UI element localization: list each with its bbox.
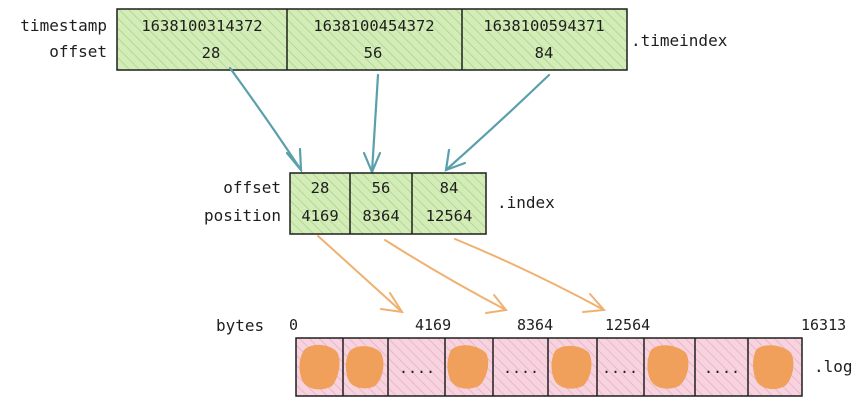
teal-arrow-3 bbox=[444, 73, 551, 172]
log-axis: bytes 0 4169 8364 12564 16313 bbox=[216, 316, 846, 335]
index-position-1: 4169 bbox=[301, 207, 338, 225]
log-record-blob bbox=[753, 345, 794, 390]
timeindex-to-index-arrows bbox=[228, 66, 551, 175]
index-to-log-arrows bbox=[317, 235, 607, 314]
timeindex-offset-1: 28 bbox=[202, 44, 221, 62]
log-record-blob bbox=[447, 345, 489, 389]
orange-arrow-3-head bbox=[582, 293, 607, 313]
index-offset-2: 56 bbox=[372, 179, 391, 197]
timeindex-box bbox=[116, 8, 628, 71]
index-position-2: 8364 bbox=[362, 207, 399, 225]
timeindex-timestamp-3: 1638100594371 bbox=[483, 17, 604, 35]
index-position-3: 12564 bbox=[426, 207, 473, 225]
log-marker-4169: 4169 bbox=[415, 316, 451, 334]
orange-arrow-1-head bbox=[380, 292, 405, 314]
timeindex-offset-2: 56 bbox=[364, 44, 383, 62]
log-record-blob bbox=[299, 344, 340, 390]
orange-arrow-3 bbox=[454, 238, 605, 311]
timeindex-offset-3: 84 bbox=[535, 44, 554, 62]
teal-arrow-3-head bbox=[444, 148, 467, 172]
orange-arrow-1 bbox=[317, 235, 403, 313]
log-gap-dots-1: .... bbox=[399, 359, 435, 377]
teal-arrow-2-head bbox=[362, 151, 382, 175]
index-box bbox=[289, 172, 487, 235]
timeindex-timestamp-1: 1638100314372 bbox=[141, 17, 262, 35]
index-offset-1: 28 bbox=[311, 179, 330, 197]
index-offset-3: 84 bbox=[440, 179, 459, 197]
index-file-label: .index bbox=[497, 193, 555, 212]
log-box bbox=[295, 337, 803, 397]
timeindex-timestamp-2: 1638100454372 bbox=[313, 17, 434, 35]
index-row-label-position: position bbox=[204, 206, 281, 225]
timeindex-file-label: .timeindex bbox=[631, 31, 728, 50]
log-axis-label: bytes bbox=[216, 316, 264, 335]
log-record-blob bbox=[551, 345, 592, 389]
log-marker-8364: 8364 bbox=[517, 316, 553, 334]
timeindex-row-label-offset: offset bbox=[49, 42, 107, 61]
log-gap-dots-3: .... bbox=[602, 359, 638, 377]
teal-arrow-1-head bbox=[285, 147, 303, 174]
log-marker-16313: 16313 bbox=[801, 316, 846, 334]
teal-arrow-2 bbox=[370, 73, 380, 174]
log-marker-12564: 12564 bbox=[605, 316, 650, 334]
index-row-label-offset: offset bbox=[223, 178, 281, 197]
teal-arrow-1 bbox=[228, 66, 303, 172]
log-gap-dots-2: .... bbox=[503, 359, 539, 377]
log-gap-dots-4: .... bbox=[704, 359, 740, 377]
log-marker-0: 0 bbox=[289, 316, 298, 334]
index-block: offset position 28 56 84 4169 8364 12564… bbox=[204, 172, 555, 235]
orange-arrow-2-head bbox=[485, 294, 508, 314]
log-file-label: .log bbox=[814, 357, 853, 376]
log-record-blob bbox=[647, 345, 689, 389]
log-record-blob bbox=[345, 346, 384, 389]
timeindex-block: timestamp offset 1638100314372 163810045… bbox=[20, 8, 728, 71]
log-block: .... .... .... .... .log bbox=[295, 337, 853, 397]
orange-arrow-2 bbox=[384, 239, 507, 311]
timeindex-row-label-timestamp: timestamp bbox=[20, 16, 107, 35]
